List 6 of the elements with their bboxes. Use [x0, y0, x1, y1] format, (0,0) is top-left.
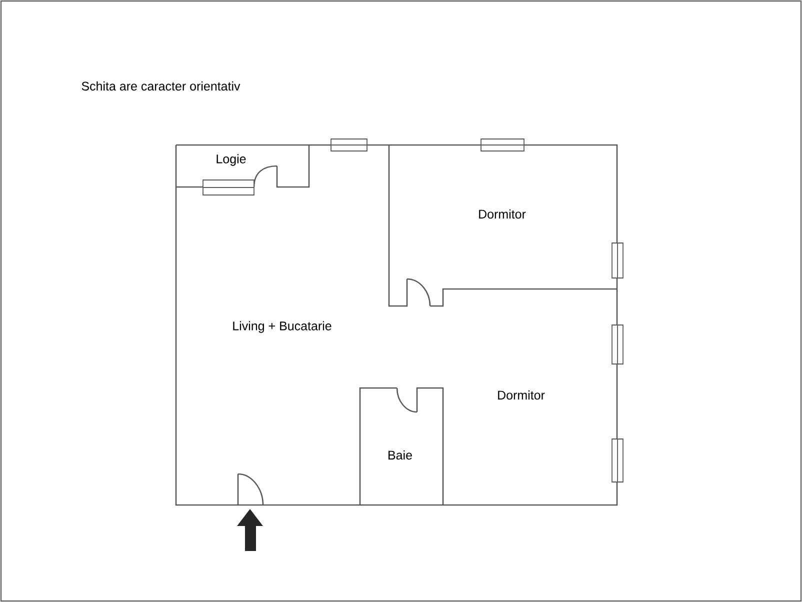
- room-label: Dormitor: [479, 209, 526, 219]
- room-label: Living + Bucatarie: [233, 321, 332, 333]
- note-text: Schita are caracter orientativ: [82, 81, 240, 91]
- room-label: Dormitor: [498, 390, 545, 400]
- room-label: Logie: [216, 154, 246, 166]
- room-label: Baie: [388, 450, 412, 460]
